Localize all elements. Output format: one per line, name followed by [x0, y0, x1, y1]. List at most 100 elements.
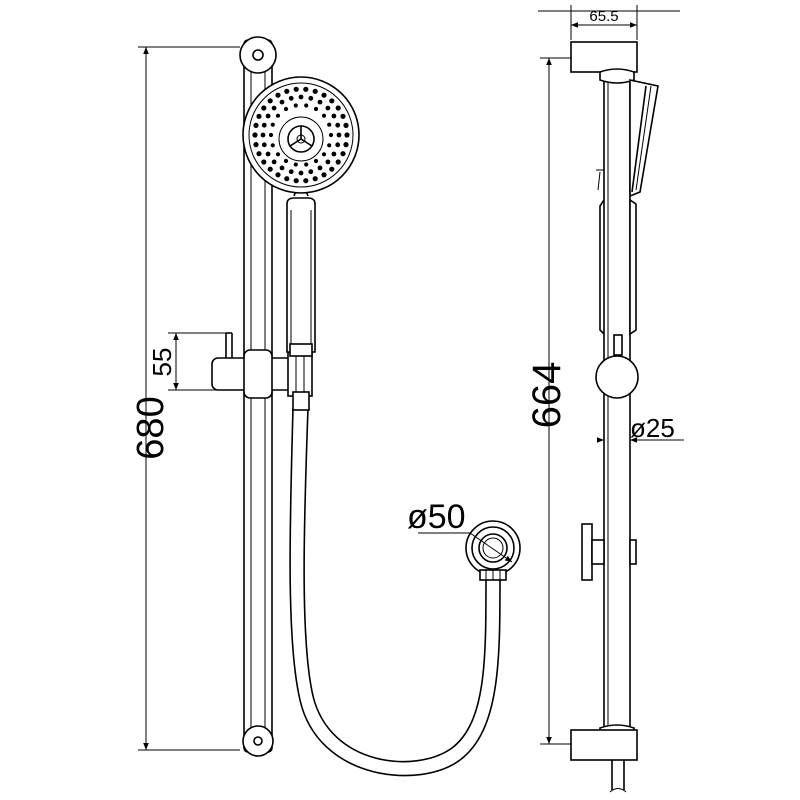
- slider-bracket: [211, 332, 313, 399]
- rail-top-bracket: [239, 36, 277, 74]
- side-view: 65.5 664: [525, 5, 684, 793]
- nozzle-dot: [267, 98, 273, 104]
- nozzle-dot: [329, 98, 335, 104]
- side-slider-knob: [595, 334, 639, 399]
- nozzle-dot: [321, 152, 327, 157]
- nozzle-dot: [267, 166, 273, 172]
- nozzle-dot: [321, 92, 327, 98]
- nozzle-dot: [261, 105, 267, 111]
- nozzle-dot: [335, 122, 341, 128]
- nozzle-dot: [253, 142, 259, 148]
- nozzle-dot: [344, 132, 350, 138]
- rail-bottom-bracket: [242, 725, 274, 757]
- nozzle-dot: [261, 122, 267, 128]
- nozzle-dot: [293, 178, 299, 184]
- side-top-bracket: [570, 41, 638, 84]
- shower-hose: [289, 391, 501, 777]
- nozzle-dot: [252, 132, 258, 138]
- nozzle-dot: [271, 159, 277, 165]
- nozzle-dot: [275, 92, 281, 98]
- nozzle-dot: [270, 143, 275, 148]
- nozzle-dot: [327, 143, 332, 148]
- nozzle-dot: [270, 122, 275, 127]
- nozzle-dot: [312, 88, 318, 94]
- nozzle-dot: [261, 142, 267, 148]
- wall-outlet: [465, 520, 521, 581]
- nozzle-dot: [317, 99, 323, 105]
- nozzle-dot: [313, 106, 319, 112]
- nozzle-dot: [335, 105, 341, 111]
- nozzle-dot: [312, 176, 318, 182]
- nozzle-dot: [335, 142, 341, 148]
- nozzle-dot: [256, 151, 262, 157]
- dimension-ø50-label: ø50: [407, 498, 466, 536]
- nozzle-dot: [271, 105, 277, 111]
- nozzle-dot: [288, 95, 294, 101]
- nozzle-dot: [260, 132, 266, 138]
- nozzle-dot: [308, 95, 314, 101]
- nozzle-dot: [328, 132, 334, 138]
- nozzle-dot: [256, 113, 262, 119]
- dimension-55-label: 55: [147, 348, 177, 377]
- nozzle-dot: [284, 176, 290, 182]
- nozzle-dot: [329, 166, 335, 172]
- nozzle-dot: [304, 162, 309, 167]
- nozzle-dot: [261, 159, 267, 165]
- handle-profile: [599, 198, 637, 336]
- hand-shower-head: [242, 76, 360, 194]
- shower-handle: [286, 185, 316, 357]
- nozzle-dot: [293, 103, 298, 108]
- nozzle-dot: [293, 162, 298, 167]
- dimension-680-label: 680: [130, 396, 172, 459]
- nozzle-dot: [325, 105, 331, 111]
- front-view: 680 55: [130, 36, 521, 777]
- nozzle-dot: [308, 169, 314, 175]
- nozzle-dot: [343, 122, 349, 128]
- nozzle-dot: [325, 159, 331, 165]
- nozzle-dot: [340, 151, 346, 157]
- side-bottom-bracket: [570, 724, 638, 793]
- nozzle-dot: [304, 103, 309, 108]
- nozzle-dot: [327, 122, 332, 127]
- nozzle-dot: [321, 113, 327, 118]
- dimension-65.5-label: 65.5: [589, 8, 618, 25]
- nozzle-dot: [335, 159, 341, 165]
- dimension-65.5-line: [538, 5, 680, 40]
- nozzle-dot: [265, 151, 271, 157]
- nozzle-dot: [275, 113, 281, 118]
- dimension-ø50-line: [418, 532, 513, 563]
- side-lever: [581, 523, 637, 581]
- nozzle-dot: [283, 106, 289, 112]
- nozzle-dot: [298, 94, 304, 100]
- nozzle-dot: [253, 122, 259, 128]
- nozzle-dot: [279, 99, 285, 105]
- nozzle-dot: [313, 158, 319, 164]
- nozzle-dot: [265, 113, 271, 119]
- dimension-ø25-label: ø25: [630, 413, 675, 443]
- nozzle-dot: [283, 158, 289, 164]
- nozzle-dot: [279, 165, 285, 171]
- spray-selector-icon: [287, 125, 315, 153]
- nozzle-dot: [275, 152, 281, 157]
- nozzle-dot: [331, 113, 337, 119]
- nozzle-dot: [293, 86, 299, 92]
- nozzle-dot: [336, 132, 342, 138]
- nozzle-dot: [303, 86, 309, 92]
- shower-head-profile: [596, 79, 659, 198]
- nozzle-dot: [343, 142, 349, 148]
- nozzle-dot: [340, 113, 346, 119]
- nozzle-dot: [303, 178, 309, 184]
- nozzle-dot: [288, 169, 294, 175]
- nozzle-dot: [317, 165, 323, 171]
- nozzle-dot: [275, 172, 281, 178]
- nozzle-dot: [298, 170, 304, 176]
- side-rail: [603, 61, 631, 748]
- spray-nozzles: [252, 86, 350, 184]
- nozzle-dot: [284, 88, 290, 94]
- dimension-680-line: [138, 46, 240, 751]
- nozzle-dot: [268, 132, 274, 138]
- nozzle-dot: [331, 151, 337, 157]
- nozzle-dot: [321, 172, 327, 178]
- dimension-664-label: 664: [525, 362, 569, 429]
